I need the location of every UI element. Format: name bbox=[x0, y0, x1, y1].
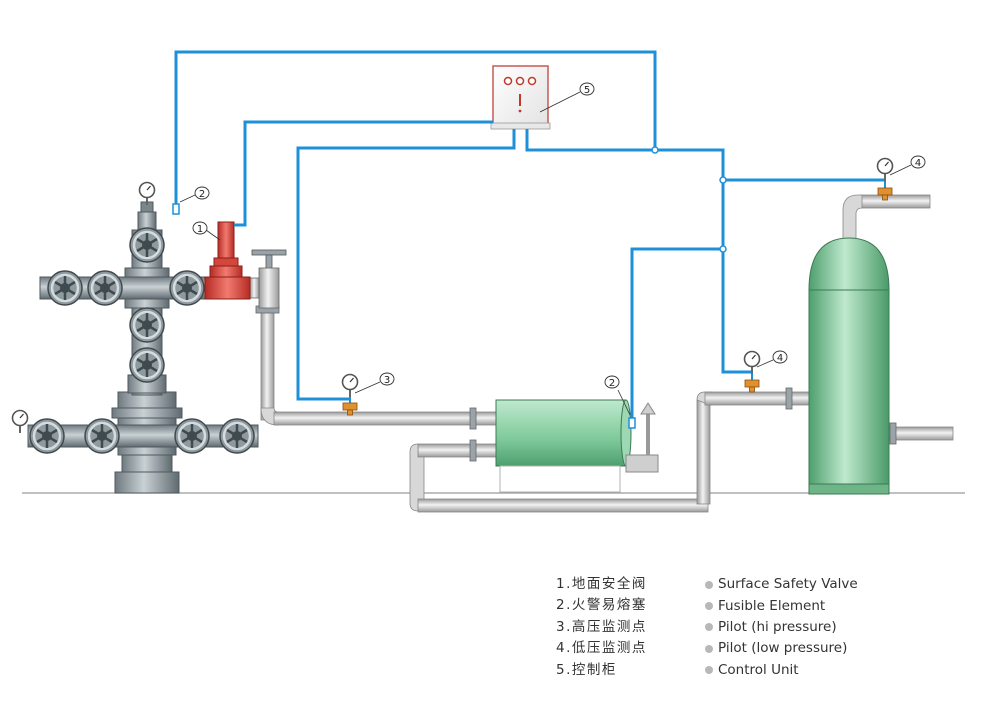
callout-1: 1 bbox=[192, 221, 221, 241]
control-unit-panel bbox=[490, 65, 551, 130]
panel-indicator-icon bbox=[503, 76, 513, 86]
legend-cn-item: 2.火警易熔塞 bbox=[556, 597, 647, 614]
callout-label: 3 bbox=[384, 375, 390, 386]
handwheel-icon bbox=[128, 346, 166, 384]
legend-cn-item: 3.高压监测点 bbox=[556, 618, 647, 635]
manual-gate-valve bbox=[249, 249, 287, 309]
fusible-plug-icon bbox=[628, 417, 636, 429]
callouts: 1 2 2 3 4 4 5 bbox=[179, 82, 926, 416]
legend-cn-item: 5.控制柜 bbox=[556, 661, 617, 678]
callout-label: 1 bbox=[197, 224, 203, 235]
callout-4-inlet: 4 bbox=[756, 350, 788, 368]
bullet-icon bbox=[705, 666, 713, 675]
callout-label: 2 bbox=[609, 378, 615, 389]
surface-safety-valve bbox=[204, 221, 251, 300]
control-line-junctions bbox=[651, 146, 727, 253]
callout-label: 5 bbox=[584, 85, 590, 96]
legend-en-item: Pilot (hi pressure) bbox=[705, 617, 858, 638]
legend-en-label: Pilot (low pressure) bbox=[718, 640, 848, 657]
arrow-up-icon bbox=[640, 402, 656, 415]
callout-label: 4 bbox=[915, 158, 921, 169]
legend-en-item: Surface Safety Valve bbox=[705, 574, 858, 595]
pressure-gauge-icon bbox=[341, 373, 359, 398]
legend-en-label: Pilot (hi pressure) bbox=[718, 618, 837, 635]
fusible-plug-icon bbox=[172, 203, 180, 215]
bullet-icon bbox=[705, 644, 713, 653]
control-lines bbox=[174, 50, 885, 420]
separator-vessel bbox=[808, 237, 890, 495]
callout-2-tree: 2 bbox=[179, 186, 210, 203]
bullet-icon bbox=[705, 580, 713, 589]
wellhead-christmas-tree bbox=[11, 181, 259, 494]
callout-label: 2 bbox=[199, 189, 205, 200]
bullet-icon bbox=[705, 623, 713, 632]
legend-en-item: Pilot (low pressure) bbox=[705, 638, 858, 659]
legend-en-label: Control Unit bbox=[718, 661, 799, 678]
pressure-gauge-icon bbox=[11, 409, 29, 434]
callout-5: 5 bbox=[539, 82, 595, 113]
callout-4-separator: 4 bbox=[889, 155, 926, 176]
handwheel-icon bbox=[168, 269, 206, 307]
pilot-hi-pressure bbox=[341, 373, 359, 416]
legend-cn-item: 1.地面安全阀 bbox=[556, 576, 647, 592]
legend-en-item: Control Unit bbox=[705, 660, 858, 681]
panel-indicator-icon bbox=[527, 76, 537, 86]
handwheel-icon bbox=[128, 306, 166, 344]
callout-label: 4 bbox=[777, 353, 783, 364]
legend-chinese: 1.地面安全阀 2.火警易熔塞 3.高压监测点 4.低压监测点 5.控制柜 bbox=[556, 574, 647, 681]
legend-en-label: Surface Safety Valve bbox=[718, 576, 858, 593]
handwheel-icon bbox=[128, 226, 166, 264]
legend-english: Surface Safety Valve Fusible Element Pil… bbox=[705, 574, 858, 681]
callout-3: 3 bbox=[354, 372, 395, 394]
legend-en-item: Fusible Element bbox=[705, 595, 858, 616]
handwheel-icon bbox=[86, 269, 124, 307]
line-heater bbox=[495, 399, 659, 493]
bullet-icon bbox=[705, 602, 713, 611]
handwheel-icon bbox=[218, 417, 256, 455]
handwheel-icon bbox=[46, 269, 84, 307]
panel-indicator-icon bbox=[515, 76, 525, 86]
callout-2-heater: 2 bbox=[604, 375, 631, 416]
legend-en-label: Fusible Element bbox=[718, 597, 826, 614]
handwheel-icon bbox=[173, 417, 211, 455]
legend-cn-item: 4.低压监测点 bbox=[556, 640, 647, 657]
pressure-gauge-icon bbox=[876, 157, 894, 182]
handwheel-icon bbox=[83, 417, 121, 455]
handwheel-icon bbox=[28, 417, 66, 455]
